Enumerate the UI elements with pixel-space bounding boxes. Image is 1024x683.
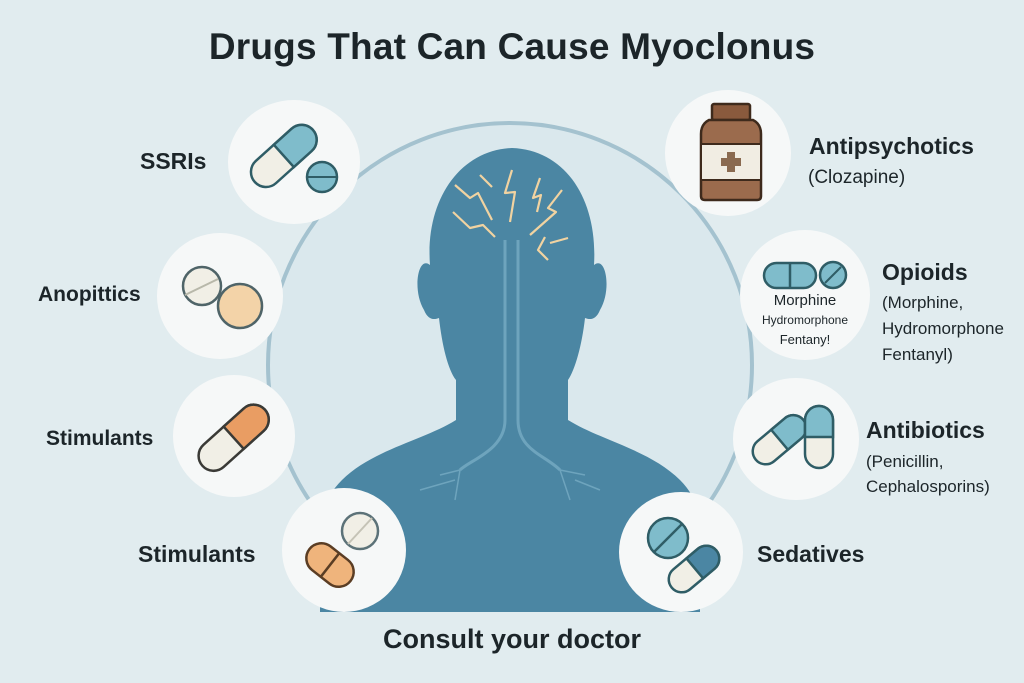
opioids-detail-line-1: (Morphine, xyxy=(882,293,964,312)
medicine-bottle-icon xyxy=(699,102,763,202)
label-antibiotics: Antibiotics xyxy=(866,417,985,443)
label-sedatives: Sedatives xyxy=(757,541,865,567)
page-title: Drugs That Can Cause Myoclonus xyxy=(208,26,816,67)
stimulants-2-bubble xyxy=(282,488,406,612)
opioids-detail-line-2: Hydromorphone xyxy=(882,319,1004,338)
consult-doctor-text: Consult your doctor xyxy=(383,624,641,654)
two-capsules-icon xyxy=(751,404,835,470)
antibiotics-detail-line-1: (Penicillin, xyxy=(866,452,944,471)
sedatives-bubble xyxy=(619,492,743,612)
antibiotics-bubble xyxy=(733,378,859,500)
inset-morphine: Morphine xyxy=(773,292,837,309)
label-stimulants-1: Stimulants xyxy=(46,427,154,450)
ssris-bubble xyxy=(228,100,360,224)
label-opioids: Opioids xyxy=(882,259,968,285)
inset-hydromorphone: Hydromorphone xyxy=(761,313,849,327)
two-tablets-icon xyxy=(181,265,264,330)
stimulants-1-bubble xyxy=(173,375,295,497)
antipsychotics-bubble xyxy=(665,90,791,216)
label-ssris: SSRIs xyxy=(140,148,207,174)
pills-with-names-icon xyxy=(762,260,848,290)
human-silhouette-icon xyxy=(320,148,700,612)
anopittics-bubble xyxy=(157,233,283,359)
orange-capsule-icon xyxy=(197,403,270,473)
inset-fentanyl: Fentany! xyxy=(779,332,831,347)
tablet-and-capsule-icon xyxy=(646,516,721,594)
scored-tablet-and-round-pill-icon xyxy=(305,511,380,589)
opioids-detail-line-3: Fentanyl) xyxy=(882,345,953,364)
antipsychotics-detail: (Clozapine) xyxy=(808,167,906,188)
opioids-bubble: Morphine Hydromorphone Fentany! xyxy=(740,230,870,360)
label-stimulants-2: Stimulants xyxy=(138,541,256,567)
antibiotics-detail-line-2: Cephalosporins) xyxy=(866,477,990,496)
label-anopittics: Anopittics xyxy=(38,283,141,306)
label-antipsychotics: Antipsychotics xyxy=(809,133,974,159)
nerve-spark-icons xyxy=(452,169,569,261)
capsule-and-tablet-icon xyxy=(249,123,339,194)
